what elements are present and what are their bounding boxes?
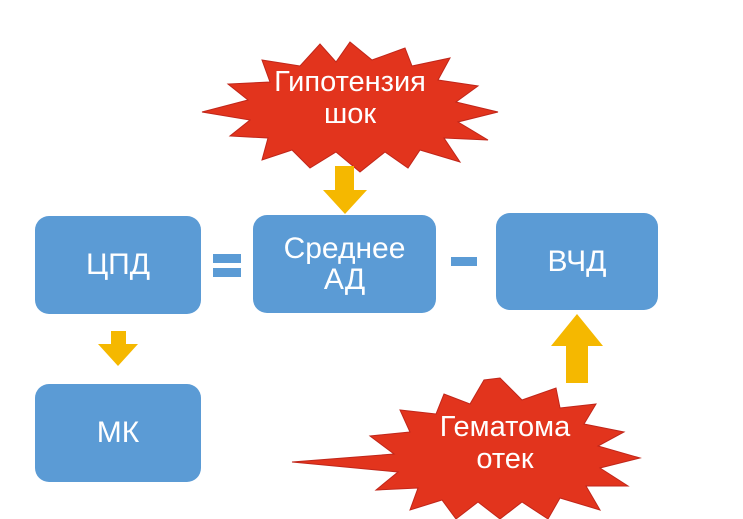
box-mk-label: МК: [96, 416, 140, 450]
arrow-up-hematoma: [551, 314, 603, 383]
burst-top-shape: [201, 41, 499, 173]
box-mk: МК: [35, 384, 201, 482]
burst-bottom-label: Гематома отек: [405, 411, 605, 476]
burst-bottom-line2: отек: [476, 442, 534, 475]
box-icp: ВЧД: [496, 213, 658, 310]
box-cpp-label: ЦПД: [85, 248, 151, 282]
equals-sign-bottom: [213, 268, 241, 277]
burst-bottom-line1: Гематома: [439, 411, 571, 443]
box-mean-ap-line2: АД: [323, 263, 366, 296]
box-cpp: ЦПД: [35, 216, 201, 314]
burst-top-line1: Гипотензия: [274, 66, 426, 98]
box-mean-ap: Среднее АД: [253, 215, 436, 313]
equals-sign-top: [213, 254, 241, 263]
minus-sign: [451, 257, 477, 266]
arrow-down-cpp-mk: [98, 331, 138, 366]
box-icp-label: ВЧД: [547, 244, 607, 278]
burst-bottom-shape: [291, 377, 642, 519]
arrow-down-hypotension: [323, 166, 367, 214]
burst-top-label: Гипотензия шок: [240, 66, 460, 131]
box-mean-ap-line1: Среднее: [283, 231, 406, 265]
burst-top-line2: шок: [323, 97, 377, 130]
